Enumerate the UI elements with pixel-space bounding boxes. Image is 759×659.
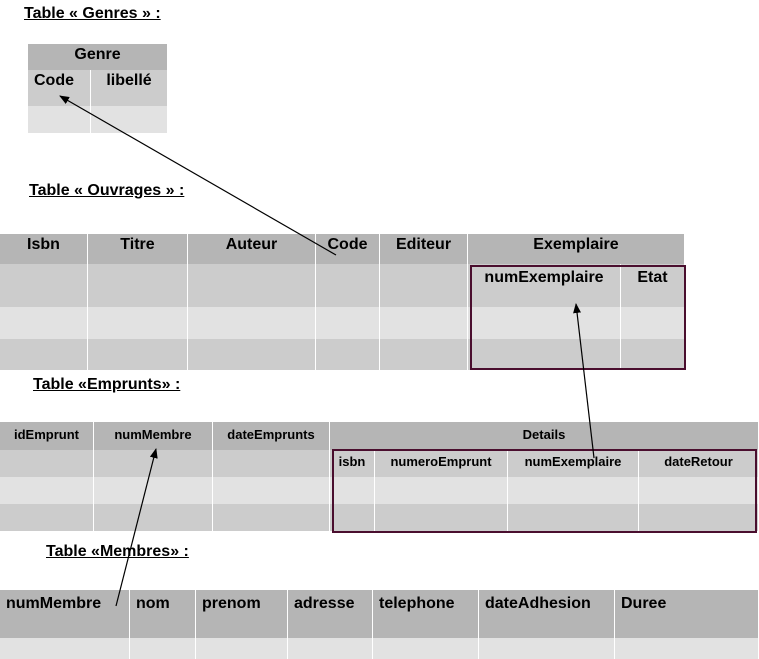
emprunts-cell [375, 504, 508, 531]
membres-table-title: Table «Membres» : [46, 543, 189, 560]
membres-column-dateadhesion: dateAdhesion [479, 590, 615, 638]
details-column-isbn: isbn [330, 450, 375, 477]
ouvrages-cell [0, 264, 88, 307]
emprunts-cell [0, 477, 94, 504]
ouvrages-cell [468, 307, 621, 339]
emprunts-column-details: Details [330, 422, 759, 450]
genres-table-title: Table « Genres » : [24, 5, 161, 22]
arrow-numexemplaire-to-exemplaire [573, 303, 595, 459]
ouvrages-cell [316, 307, 380, 339]
ouvrages-cell [621, 307, 685, 339]
ouvrages-cell [380, 339, 468, 370]
ouvrages-column-auteur: Auteur [188, 234, 316, 264]
membres-cell [288, 638, 373, 659]
emprunts-cell [375, 477, 508, 504]
emprunts-column-nummembre: numMembre [94, 422, 213, 450]
emprunts-cell [330, 504, 375, 531]
emprunts-cell [508, 504, 639, 531]
membres-column-nummembre: numMembre [0, 590, 130, 638]
emprunts-cell [508, 477, 639, 504]
membres-column-adresse: adresse [288, 590, 373, 638]
emprunts-cell [213, 450, 330, 477]
emprunts-cell [213, 477, 330, 504]
ouvrages-cell [316, 339, 380, 370]
membres-cell [0, 638, 130, 659]
ouvrages-column-titre: Titre [88, 234, 188, 264]
ouvrages-cell [0, 339, 88, 370]
emprunts-cell [94, 477, 213, 504]
ouvrages-cell [316, 264, 380, 307]
emprunts-cell [639, 477, 759, 504]
membres-column-prenom: prenom [196, 590, 288, 638]
genres-header: Genre [28, 44, 168, 70]
membres-column-nom: nom [130, 590, 196, 638]
exemplaire-column-etat: Etat [621, 264, 685, 307]
ouvrages-column-exemplaire: Exemplaire [468, 234, 685, 264]
ouvrages-cell [621, 339, 685, 370]
membres-column-telephone: telephone [373, 590, 479, 638]
ouvrages-cell [88, 264, 188, 307]
emprunts-column-idemprunt: idEmprunt [0, 422, 94, 450]
emprunts-cell [330, 477, 375, 504]
emprunts-column-dateemprunts: dateEmprunts [213, 422, 330, 450]
emprunts-cell [0, 504, 94, 531]
membres-cell [196, 638, 288, 659]
emprunts-cell [213, 504, 330, 531]
ouvrages-cell [380, 264, 468, 307]
ouvrages-column-editeur: Editeur [380, 234, 468, 264]
arrow-nummembre-to-emprunts [115, 448, 158, 607]
emprunts-cell [94, 504, 213, 531]
ouvrages-cell [188, 307, 316, 339]
ouvrages-cell [468, 339, 621, 370]
ouvrages-cell [188, 264, 316, 307]
genres-column-libelle: libellé [91, 70, 168, 106]
membres-cell [130, 638, 196, 659]
emprunts-table-title: Table «Emprunts» : [33, 376, 181, 393]
ouvrages-table-title: Table « Ouvrages » : [29, 182, 185, 199]
ouvrages-cell [88, 307, 188, 339]
exemplaire-column-numexemplaire: numExemplaire [468, 264, 621, 307]
details-column-numeroemprunt: numeroEmprunt [375, 450, 508, 477]
ouvrages-cell [380, 307, 468, 339]
membres-cell [373, 638, 479, 659]
emprunts-cell [0, 450, 94, 477]
ouvrages-cell [0, 307, 88, 339]
arrow-code-to-genre [59, 95, 337, 256]
details-column-dateretour: dateRetour [639, 450, 759, 477]
ouvrages-column-isbn: Isbn [0, 234, 88, 264]
genres-empty-cell [91, 106, 168, 133]
details-column-numexemplaire: numExemplaire [508, 450, 639, 477]
membres-cell [479, 638, 615, 659]
ouvrages-cell [88, 339, 188, 370]
genres-empty-cell [28, 106, 91, 133]
ouvrages-cell [188, 339, 316, 370]
emprunts-cell [639, 504, 759, 531]
